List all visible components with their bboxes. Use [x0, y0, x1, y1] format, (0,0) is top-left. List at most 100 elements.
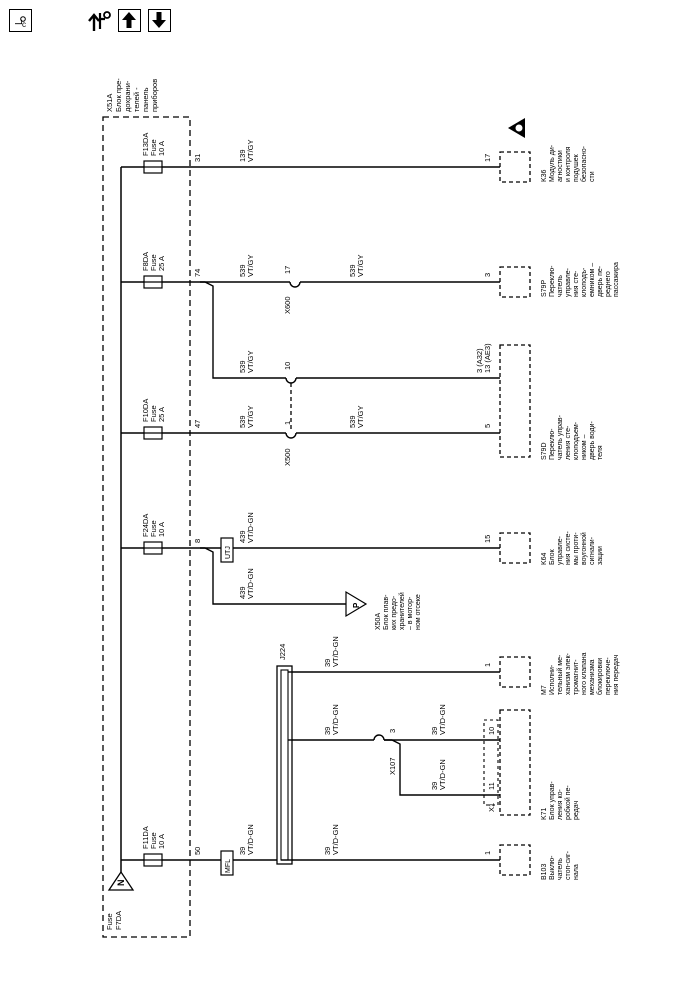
- wire-3-num: 539: [238, 360, 247, 373]
- x50a-p-label: P: [352, 602, 361, 608]
- fuse-rating-f13da: 10 A: [157, 141, 166, 156]
- k71-line-1: Блок управ-: [549, 781, 556, 820]
- fuse-block-boundary: [102, 116, 191, 938]
- splice-pack-j224: [276, 665, 293, 865]
- wire-0-col: VT/GY: [246, 139, 255, 162]
- fuse-type-f11da: Fuse: [149, 832, 158, 849]
- fuse-type-f24da: Fuse: [149, 520, 158, 537]
- x500-pin1: 1: [283, 421, 292, 425]
- m7-pin: 1: [483, 663, 492, 667]
- wire-6-num: 439: [238, 530, 247, 543]
- legend-button[interactable]: L c: [9, 9, 32, 32]
- s79d-pin5: 5: [483, 424, 492, 428]
- m7-line-5: ного клапана: [581, 652, 588, 695]
- fuse-pin-f10da: 47: [193, 420, 202, 428]
- x600-name: X600: [283, 296, 292, 314]
- k36-line-3: и контроля: [565, 146, 572, 182]
- s79p-line-5: клоподъ-: [581, 267, 588, 297]
- info-wrench-button[interactable]: [86, 9, 112, 33]
- fuse-rating-f11da: 10 A: [157, 834, 166, 849]
- k64-line-0: K64: [541, 552, 548, 565]
- wire-1-num: 539: [238, 264, 247, 277]
- s79p-line-9: пассажира: [613, 262, 620, 297]
- s79d-pin-a: 3 (A32): [475, 348, 484, 373]
- k36-line-4: подушек: [573, 153, 580, 182]
- x107-pin: 3: [388, 729, 397, 733]
- fuse-name-f13da: F13DA: [141, 133, 150, 156]
- fuse-block-title-1: Блок пре-: [114, 78, 123, 112]
- m7-line-7: блокировки: [596, 658, 604, 695]
- s79d-line-1: Переклю-: [549, 428, 556, 460]
- m7-line-9: ния передач: [613, 654, 620, 695]
- k64-line-7: зации: [597, 546, 604, 565]
- b103-line-1: Выклю-: [549, 855, 556, 880]
- m7-line-8: переключе-: [605, 657, 612, 695]
- x50a-line-1: Блок плав-: [383, 594, 390, 630]
- wire-9-num: 39: [323, 727, 332, 735]
- s79p-line-7: дверь пе-: [597, 265, 604, 297]
- x50a-line-5: ном отсеке: [415, 594, 422, 630]
- fuse-pin-f8da: 74: [193, 269, 202, 277]
- fuse-name-f10da: F10DA: [141, 399, 150, 422]
- s79p-line-2: чатель: [557, 275, 564, 297]
- arrow-up-button[interactable]: [118, 9, 141, 32]
- s79p-line-8: реднего: [605, 271, 612, 297]
- b103-line-0: B103: [541, 864, 548, 880]
- info-wrench-icon: [88, 11, 111, 31]
- s79d-line-4: клоподъем-: [573, 421, 580, 460]
- svg-text:L: L: [14, 19, 25, 25]
- component-descriptions: K36 Модуль ди- агностики и контроля поду…: [541, 144, 620, 880]
- wire-2-num: 539: [348, 264, 357, 277]
- s79d-line-6: дверь води-: [589, 421, 596, 460]
- k36-line-0: K36: [541, 169, 548, 182]
- x50a-line-2: ких предо-: [391, 595, 398, 630]
- k36-pin: 17: [483, 154, 492, 162]
- wire-8-col: VT/D-GN: [331, 636, 340, 667]
- wire-13-num: 39: [323, 847, 332, 855]
- k71-pin10: 10: [487, 727, 496, 735]
- s79p-line-1: Переклю-: [549, 265, 556, 297]
- fuse-block-title-3: телей -: [132, 87, 141, 112]
- s79d-pin-b: 13 (AE3): [483, 343, 492, 373]
- component-k36-box: [499, 151, 531, 183]
- s79p-line-3: управле-: [565, 267, 572, 297]
- s79d-line-7: теля: [597, 445, 604, 460]
- wire-8-num: 39: [323, 659, 332, 667]
- airbag-warning-icon: [508, 118, 525, 138]
- arrow-down-button[interactable]: [148, 9, 171, 32]
- k64-line-2: управле-: [557, 535, 564, 565]
- s79p-line-4: ния сте-: [573, 270, 580, 297]
- k71-line-0: K71: [541, 807, 548, 820]
- wire-12-num: 39: [238, 847, 247, 855]
- fuse-block-title-0: X51A: [105, 94, 114, 112]
- x107-name: X107: [388, 757, 397, 775]
- fuse-block-title-5: приборов: [150, 79, 159, 112]
- utj-box: [220, 537, 234, 563]
- arrow-up-icon: [122, 12, 136, 28]
- k64-line-6: сигнали-: [589, 536, 596, 565]
- fuse-name-f8da: F8DA: [141, 252, 150, 271]
- x50a-line-3: хранителей: [398, 592, 406, 630]
- x50a-triangle: [345, 590, 368, 618]
- k36-line-5: безопасно-: [580, 145, 588, 182]
- s79d-line-0: S79D: [541, 442, 548, 460]
- arrow-down-icon: [152, 12, 166, 28]
- wire-10-col: VT/D-GN: [438, 704, 447, 735]
- k36-line-2: агностики: [557, 150, 564, 182]
- m7-line-3: ханизм элек-: [565, 652, 572, 695]
- b103-line-4: нала: [573, 864, 580, 880]
- wire-11-col: VT/D-GN: [438, 759, 447, 790]
- svg-text:c: c: [22, 20, 26, 29]
- fuse-rating-f8da: 25 A: [157, 256, 166, 271]
- x500-pin10: 10: [283, 362, 292, 370]
- k71-pin11: 11: [487, 782, 496, 790]
- fuse-block-title-2: дохрани-: [123, 80, 132, 112]
- source-label-1: F7DA: [114, 911, 123, 930]
- fuse-pin-f13da: 31: [193, 154, 202, 162]
- wire-1-col: VT/GY: [246, 254, 255, 277]
- fuse-pin-f11da: 50: [193, 847, 202, 855]
- b103-line-2: чатель: [557, 858, 564, 880]
- k71-x1-connector: [483, 719, 499, 806]
- k64-line-3: ния систе-: [565, 531, 572, 565]
